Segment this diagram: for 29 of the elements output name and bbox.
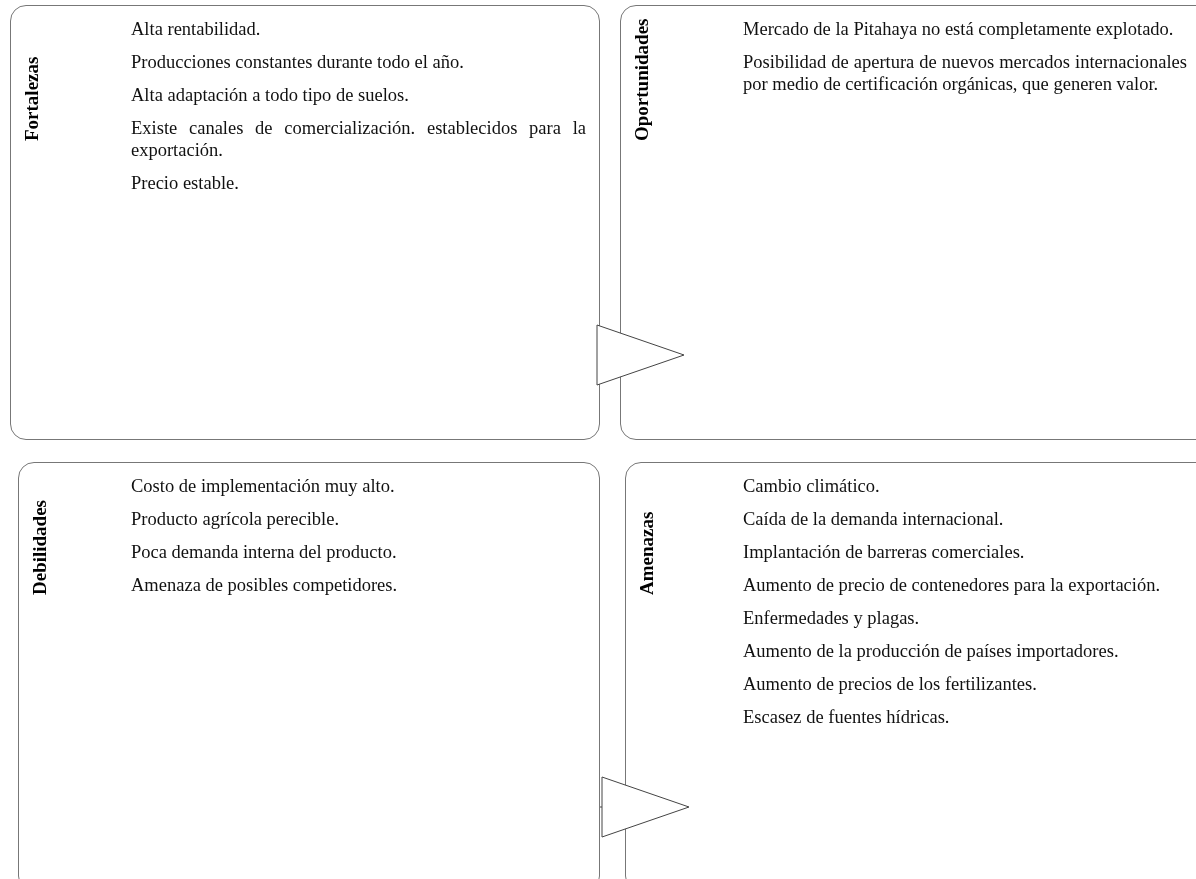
- quadrant-heading: Amenazas: [636, 511, 658, 595]
- list-item: Mercado de la Pitahaya no está completamente explotado.: [743, 18, 1175, 40]
- list-item: Enfermedades y plagas.: [743, 607, 921, 629]
- list-item: Existe canales de comercialización. establecidos para la exportación.: [131, 117, 586, 161]
- list-item: Poca demanda interna del producto.: [131, 541, 398, 563]
- list-item: Aumento de la producción de países importadores.: [743, 640, 1120, 662]
- list-item: Alta adaptación a todo tipo de suelos.: [131, 84, 410, 106]
- list-item: Posibilidad de apertura de nuevos mercados internacionales por medio de certificación orgánicas, que generen valor.: [743, 51, 1187, 95]
- list-item: Cambio climático.: [743, 475, 881, 497]
- list-item: Producto agrícola perecible.: [131, 508, 341, 530]
- list-item: Aumento de precios de los fertilizantes.: [743, 673, 1038, 695]
- list-item: Producciones constantes durante todo el año.: [131, 51, 465, 73]
- list-item: Costo de implementación muy alto.: [131, 475, 396, 497]
- quadrant-panel: [620, 5, 1196, 440]
- list-item: Alta rentabilidad.: [131, 18, 262, 40]
- arrow: [599, 776, 690, 838]
- arrow: [596, 324, 685, 386]
- list-item: Precio estable.: [131, 172, 240, 194]
- quadrant-panel: [625, 462, 1196, 879]
- quadrant-heading: Debilidades: [29, 499, 51, 595]
- list-item: Implantación de barreras comerciales.: [743, 541, 1026, 563]
- quadrant-heading: Oportunidades: [631, 18, 653, 141]
- list-item: Escasez de fuentes hídricas.: [743, 706, 951, 728]
- quadrant-heading: Fortalezas: [21, 56, 43, 141]
- quadrant-panel: [18, 462, 600, 879]
- list-item: Amenaza de posibles competidores.: [131, 574, 399, 596]
- list-item: Aumento de precio de contenedores para la exportación.: [743, 574, 1162, 596]
- quadrant-panel: [10, 5, 600, 440]
- list-item: Caída de la demanda internacional.: [743, 508, 1005, 530]
